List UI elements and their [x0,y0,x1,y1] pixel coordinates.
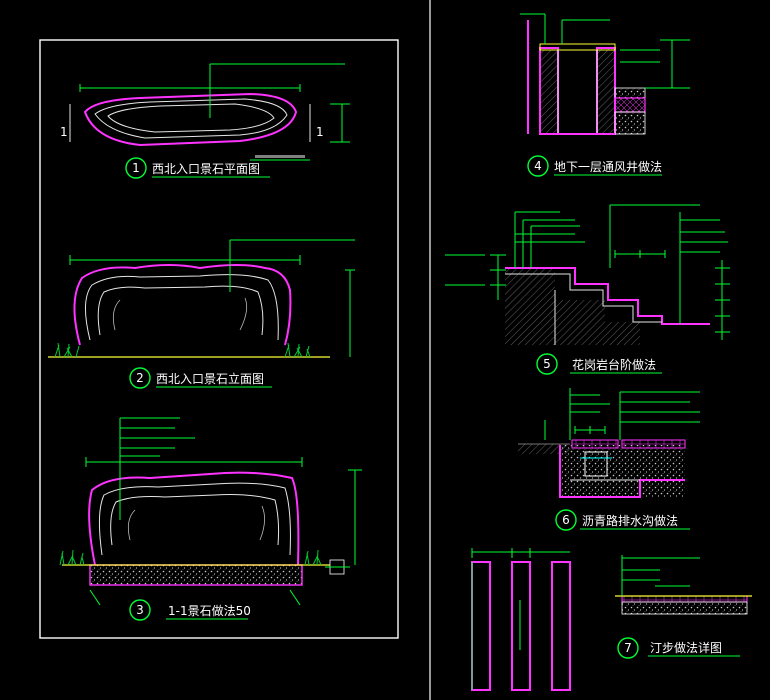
detail-7-title: 汀步做法详图 [650,640,722,655]
detail-2-number-circle [129,367,151,389]
detail-5-title: 花岗岩台阶做法 [572,357,656,372]
detail-3-title: 1-1景石做法50 [168,603,251,618]
detail-7-number: 7 [624,641,632,655]
section-mark-right: 1 [316,125,324,139]
detail-6-number: 6 [562,513,570,527]
section-mark-left: 1 [60,125,68,139]
detail-4-number-circle [527,155,549,177]
detail-5-steps-section [445,204,730,345]
detail-6-ditch-section [518,388,700,498]
detail-4-title: 地下一层通风井做法 [554,159,662,174]
detail-1-title: 西北入口景石平面图 [152,162,260,176]
detail-1-number: 1 [132,161,140,175]
detail-7-stepping-stones-section [615,555,752,615]
detail-1-number-circle [125,157,147,179]
detail-6-number-circle [555,509,577,531]
detail-1-plan-view: 1 1 [60,63,350,161]
detail-2-elevation-view [48,239,355,358]
detail-2-title: 西北入口景石立面图 [156,371,264,386]
detail-2-number: 2 [136,371,144,385]
left-sheet-frame [39,39,399,639]
detail-3-number: 3 [136,603,144,617]
detail-3-section-view [59,417,362,606]
detail-5-number: 5 [543,357,551,371]
detail-6-title: 沥青路排水沟做法 [582,513,678,528]
detail-4-number: 4 [534,159,542,173]
detail-7-stepping-stones-plan [471,548,571,691]
detail-4-shaft-section [520,13,690,135]
detail-3-number-circle [129,599,151,621]
detail-5-number-circle [536,353,558,375]
detail-7-number-circle [617,637,639,659]
